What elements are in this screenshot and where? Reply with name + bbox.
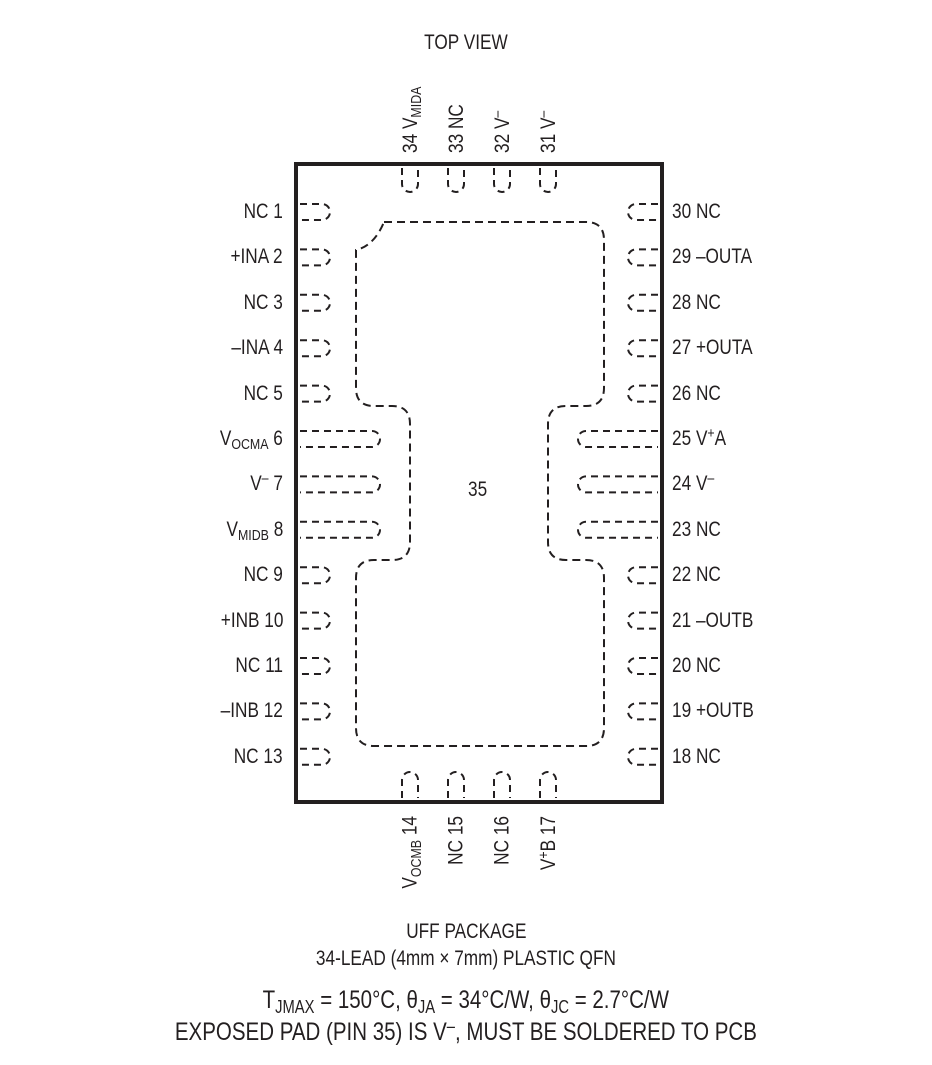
left-pin-label: +INB 10: [220, 608, 283, 632]
pin-pad: [627, 657, 658, 675]
right-pin-label: 24 V–: [672, 470, 715, 496]
package-description: 34-LEAD (4mm × 7mm) PLASTIC QFN: [316, 947, 616, 970]
left-pin-label: NC 13: [234, 744, 283, 768]
right-pin-label: 23 NC: [672, 517, 721, 541]
pin-pad: [300, 566, 331, 585]
pin-pad: [300, 520, 381, 539]
exposed-pad-number: 35: [468, 478, 488, 501]
pin-pad: [300, 475, 381, 494]
pin-pad: [627, 747, 658, 766]
left-pin-label: +INA 2: [230, 245, 283, 269]
left-pin-label: NC 3: [243, 290, 283, 314]
package-name: UFF PACKAGE: [405, 920, 527, 943]
exposed-pad-note: EXPOSED PAD (PIN 35) IS V–, MUST BE SOLD…: [174, 1015, 757, 1046]
pin-pad: [627, 293, 658, 312]
right-pin-label: 27 +OUTA: [672, 336, 753, 360]
left-pin-label: VMIDB 8: [226, 517, 283, 545]
pin-pad: [539, 168, 557, 193]
pin-pad: [627, 248, 658, 267]
pin-pad: [401, 168, 419, 193]
pin-pad: [300, 611, 331, 630]
right-pin-label: 30 NC: [672, 200, 721, 223]
pin-pad: [577, 430, 658, 448]
top-pin-label: 33 NC: [445, 104, 468, 153]
right-pin-label: 19 +OUTB: [672, 699, 754, 723]
pin-pad: [627, 384, 658, 403]
bottom-pin-label: V+B 17: [535, 816, 560, 871]
pin-pad: [300, 430, 381, 448]
pin-pad: [539, 771, 557, 798]
right-pin-label: 29 –OUTA: [672, 245, 753, 269]
pin-pad: [447, 168, 465, 193]
left-pin-label: VOCMA 6: [219, 427, 283, 454]
thermal-specs: TJMAX = 150°C, θJA = 34°C/W, θJC = 2.7°C…: [262, 986, 670, 1018]
right-pin-label: 21 –OUTB: [672, 608, 754, 632]
pin-pad: [493, 168, 511, 193]
pin-pad: [300, 702, 331, 721]
pin-pad: [577, 475, 658, 494]
package-outline: [294, 162, 664, 804]
pin-pad: [300, 293, 331, 312]
left-pin-label: –INA 4: [231, 336, 283, 360]
pin-pad: [627, 611, 658, 630]
pin-pad: [300, 339, 331, 358]
pin-pad: [627, 566, 658, 585]
pin-pad: [577, 520, 658, 539]
pin-pad: [300, 203, 331, 221]
left-pin-label: NC 5: [243, 381, 283, 405]
pin-pad: [627, 203, 658, 221]
bottom-pin-label: NC 15: [445, 816, 468, 865]
left-pin-label: –INB 12: [220, 699, 283, 723]
pin-pad: [300, 384, 331, 403]
right-pin-label: 20 NC: [672, 654, 721, 677]
bottom-pin-label: NC 16: [491, 816, 514, 865]
pin-pad: [300, 747, 331, 766]
left-pin-label: NC 1: [243, 200, 283, 223]
left-pin-label: NC 9: [243, 563, 283, 587]
pin-pad: [627, 339, 658, 358]
pin-pad: [447, 771, 465, 798]
pin-pad: [300, 657, 331, 675]
left-pin-label: NC 11: [235, 654, 283, 677]
right-pin-label: 18 NC: [672, 744, 721, 768]
pin-pad: [493, 771, 511, 798]
bottom-pin-label: VOCMB 14: [399, 816, 426, 889]
top-pin-label: 31 V–: [535, 110, 560, 153]
pin-pad: [401, 771, 419, 798]
right-pin-label: 26 NC: [672, 381, 721, 405]
right-pin-label: 25 V+A: [672, 425, 727, 450]
right-pin-label: 28 NC: [672, 290, 721, 314]
pin-pad: [627, 702, 658, 721]
view-title: TOP VIEW: [424, 31, 508, 54]
top-pin-label: 34 VMIDA: [399, 86, 426, 153]
top-pin-label: 32 V–: [489, 110, 514, 153]
pin-pad: [300, 248, 331, 267]
left-pin-label: V– 7: [250, 470, 283, 496]
right-pin-label: 22 NC: [672, 563, 721, 587]
exposed-pad-outline: [355, 221, 605, 747]
